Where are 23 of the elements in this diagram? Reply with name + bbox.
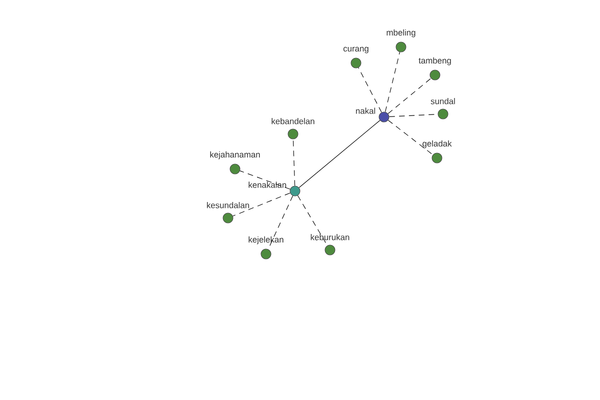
- node-label: tambeng: [418, 57, 451, 66]
- node-label: kenakalan: [248, 182, 286, 188]
- connector-line: [232, 192, 290, 216]
- connector-line: [358, 67, 382, 113]
- node-label: keburukan: [310, 234, 350, 240]
- connector-line: [268, 196, 294, 250]
- connector-line: [297, 195, 328, 246]
- connector-line: [298, 120, 380, 188]
- node-label: kejahanaman: [210, 151, 260, 160]
- connector-line: [388, 78, 432, 114]
- node-label: mbeling: [386, 29, 416, 38]
- node-label: kesundalan: [207, 202, 250, 208]
- node-label: geladak: [422, 140, 452, 148]
- node-label: kejelekan: [248, 236, 284, 244]
- connector-line: [384, 52, 400, 112]
- connector-line: [240, 170, 290, 190]
- node-label: nakal: [356, 108, 376, 114]
- node-label: kebandelan: [272, 118, 314, 124]
- node-label: sundal: [430, 98, 455, 104]
- connector-line: [388, 120, 434, 156]
- connector-line: [292, 138, 296, 186]
- node-label: curang: [343, 46, 368, 54]
- connector-line: [389, 114, 438, 117]
